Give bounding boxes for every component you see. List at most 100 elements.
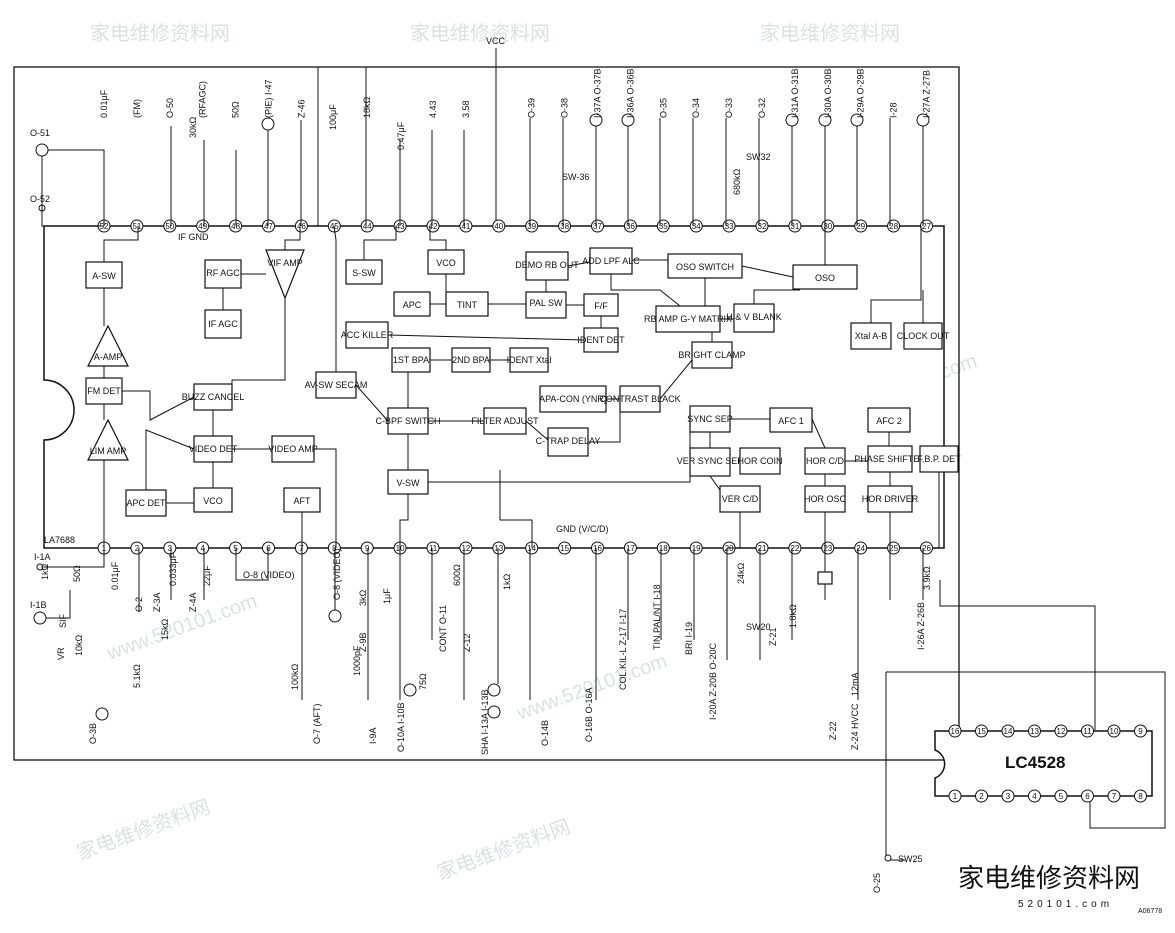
pin-number: 52 [100, 222, 109, 231]
lc4528-body [934, 730, 1153, 797]
pin-number: 17 [626, 544, 635, 553]
component-value: 50Ω [72, 565, 82, 582]
top-pin-label: O-38 [560, 98, 570, 118]
pin-29 [854, 219, 868, 233]
lc4528-pin-2 [975, 789, 988, 803]
block-afc1: AFC 1 [778, 416, 804, 426]
block-oso: OSO [815, 273, 835, 283]
pin-number: 6 [1085, 792, 1090, 801]
pin-number: 39 [527, 222, 536, 231]
component-value: 15kΩ [160, 618, 170, 640]
pin-37 [591, 219, 604, 233]
bottom-pin-label: I-1B [30, 600, 47, 610]
pin-number: 2 [135, 544, 140, 553]
bottom-pin-label: Z-22 [828, 721, 838, 740]
pin-13 [492, 541, 506, 555]
pin-number: 19 [692, 544, 701, 553]
pin-number: 18 [659, 544, 668, 553]
block-c-bpf: C-BPF SWITCH [376, 416, 441, 426]
block-v-sw: V-SW [396, 478, 420, 488]
pin-7 [294, 541, 308, 555]
pin-15 [558, 541, 572, 555]
block-fm-det: FM DET [87, 386, 121, 396]
block-contrast-black: CONTRAST BLACK [599, 394, 680, 404]
block-c-trap: C-TRAP DELAY [536, 436, 601, 446]
pin-number: 1 [953, 792, 958, 801]
pin-number: 38 [560, 222, 569, 231]
component-value: 1.8kΩ [788, 604, 798, 628]
pin-28 [887, 219, 901, 233]
watermark-text: 家电维修资料网 [90, 22, 230, 45]
block-lim-amp: LIM AMP [90, 446, 127, 456]
bottom-pin-label: Z-3A [152, 592, 162, 612]
pin-number: 13 [1030, 727, 1039, 736]
block-add-lpf: ADD LPF ALC [582, 256, 640, 266]
top-pin-label: 18kΩ [362, 96, 372, 118]
top-pin-label: O-35 [658, 98, 668, 118]
pin-25 [887, 541, 901, 555]
pin-number: 50 [165, 222, 174, 231]
sw25-area: SW25 O-25 [872, 854, 923, 893]
block-hor-driver: HOR DRIVER [862, 494, 919, 504]
top-pin-label: I-31A O-31B [790, 68, 800, 118]
block-av-sw: AV-SW SECAM [305, 380, 368, 390]
watermark-text: 家电维修资料网 [434, 815, 573, 884]
pin-number: 9 [1138, 727, 1143, 736]
pin-number: 5 [1059, 792, 1064, 801]
bottom-pin-label: O-10A I-10B [396, 702, 406, 752]
top-pin-label: O-32 [757, 98, 767, 118]
block-ver-sync: VER SYNC SEP [677, 456, 744, 466]
ic-name: LA7688 [44, 535, 75, 545]
top-pin-label: (PIE) I-47 [264, 79, 274, 118]
bottom-pin-label: Z-12 [462, 633, 472, 652]
pin-number: 14 [1004, 727, 1013, 736]
top-pin-label: O-50 [165, 98, 175, 118]
block-ident-xtal: IDENT Xtal [507, 355, 552, 365]
pin-4 [196, 541, 210, 555]
top-pin-label: Z-46 [296, 99, 306, 118]
block-hv-blank: H & V BLANK [726, 312, 782, 322]
label-o52: O-52 [30, 194, 50, 204]
block-vco-bot: VCO [203, 496, 223, 506]
label-39pf: O-8 (VIDEO) [243, 570, 295, 580]
pin-51 [130, 219, 144, 233]
watermark-text: 家电维修资料网 [74, 795, 213, 864]
lc4528-pin-10 [1107, 724, 1121, 738]
pin-number: 36 [626, 222, 635, 231]
bottom-pin-label: Z-4A [188, 592, 198, 612]
pin-40 [492, 219, 506, 233]
block-ident-det: IDENT DET [577, 335, 625, 345]
bottom-pin-label: O-8 (VIDEO) [332, 548, 342, 600]
component-value: 100kΩ [290, 663, 300, 690]
top-pin-label: 4.43 [428, 100, 438, 118]
block-acc-killer: ACC KILLER [341, 330, 394, 340]
component-value: 30kΩ [188, 116, 198, 138]
component-value: SIF [58, 613, 68, 628]
pin-number: 7 [1112, 792, 1117, 801]
lc4528-pin-16 [948, 724, 962, 738]
pin-number: 26 [922, 544, 931, 553]
block-apc-det: APC DET [126, 498, 166, 508]
pin-50 [163, 219, 177, 233]
top-externals: O-51 O-52 IF GND SW-36 S [30, 67, 930, 242]
pin-number: 15 [560, 544, 569, 553]
block-video-det: VIDEO DET [189, 444, 238, 454]
pin-number: 21 [758, 544, 767, 553]
pin-number: 37 [593, 222, 602, 231]
top-pin-label: 0.01μF [99, 89, 109, 118]
a-amp-triangle [87, 324, 129, 367]
pin-number: 40 [494, 222, 503, 231]
pin-number: 4 [1032, 792, 1037, 801]
component-value: 1μF [382, 588, 392, 604]
pin-number: 11 [429, 544, 438, 553]
pin-41 [459, 219, 473, 233]
pin-number: 41 [461, 222, 470, 231]
pin-number: 43 [396, 222, 405, 231]
block-oso-switch: OSO SWITCH [676, 262, 734, 272]
bottom-pin-label: CONT O-11 [438, 605, 448, 652]
bottom-pin-label: O-14B [540, 720, 550, 746]
block-vco-top: VCO [436, 258, 456, 268]
pin-number: 25 [889, 544, 898, 553]
bottom-pin-label: O-16B O-16A [584, 687, 594, 742]
pin-49 [196, 219, 210, 233]
